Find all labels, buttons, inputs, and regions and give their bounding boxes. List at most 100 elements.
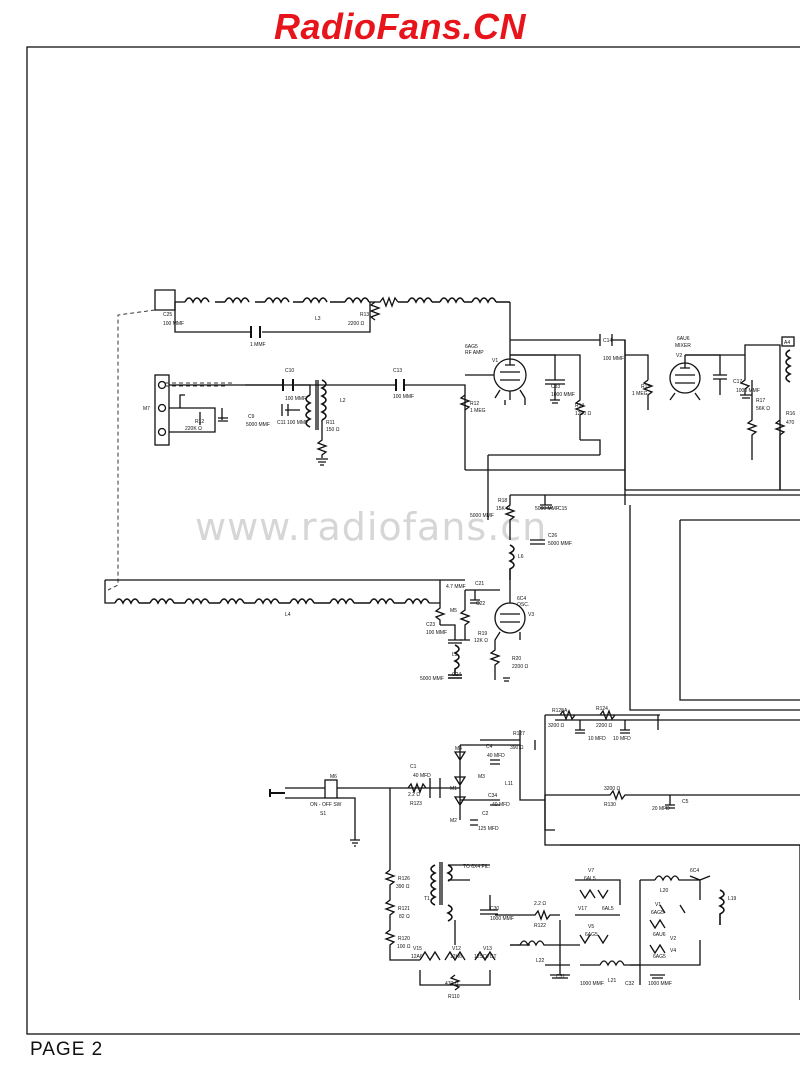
r17-value: 56K Ω bbox=[756, 406, 770, 412]
r120-value: 100 Ω bbox=[397, 944, 411, 950]
c9-value: 5000 MMF bbox=[246, 422, 270, 428]
t1-label: T1 bbox=[424, 896, 430, 902]
c33-value: 1000 MMF bbox=[551, 392, 575, 398]
c31-value: 1000 MMF bbox=[580, 981, 604, 987]
v4b-label: V4 bbox=[670, 948, 676, 954]
component-labels: 6AG5 RF AMP V1 6AU6 MIXER V2 6C4 OSC. V3… bbox=[143, 312, 795, 1000]
v3-func-label: OSC. bbox=[517, 602, 529, 608]
m5-label: M5 bbox=[450, 608, 457, 614]
r128a-label: R128A bbox=[552, 708, 568, 714]
r124-label: R124 bbox=[596, 706, 608, 712]
r123-value: 2.2 Ω bbox=[408, 792, 420, 798]
c30-value: 1000 MMF bbox=[490, 916, 514, 922]
m7-label: M7 bbox=[143, 406, 150, 412]
c23-value: 100 MMF bbox=[426, 630, 447, 636]
l11-label: L11 bbox=[505, 781, 513, 787]
c4-label: C4 bbox=[486, 744, 493, 750]
m4-label: M4 bbox=[455, 746, 462, 752]
r19-label: R19 bbox=[478, 631, 487, 637]
c32-label: C32 bbox=[625, 981, 634, 987]
v3-osc-tube bbox=[459, 495, 545, 682]
c5-label: C5 bbox=[682, 799, 689, 805]
v2-type-label: 6AU6 bbox=[677, 336, 690, 342]
m3-label: M3 bbox=[478, 774, 485, 780]
c10-value: 100 MMF bbox=[285, 396, 306, 402]
r12-value: 1 MEG bbox=[470, 408, 486, 414]
v12-type: 12H6 bbox=[450, 954, 462, 960]
r110-label: R110 bbox=[448, 994, 460, 1000]
r13-label: R13 bbox=[360, 312, 369, 318]
r110-value: 470 Ω bbox=[445, 981, 459, 987]
v17-label: V17 bbox=[578, 906, 587, 912]
m1-label: M1 bbox=[450, 786, 457, 792]
l2-label: L2 bbox=[340, 398, 346, 404]
r16-label: R16 bbox=[786, 411, 795, 417]
c33-label: C33 bbox=[551, 384, 560, 390]
c-10b-value: 10 MFD bbox=[613, 736, 631, 742]
supply-bus-lines bbox=[465, 439, 800, 711]
r15-value: 1 MEG bbox=[632, 391, 648, 397]
to-filament-label: TO 6X4 FIL. bbox=[463, 864, 490, 870]
c30-label: C30 bbox=[490, 906, 499, 912]
l5-label: L5 bbox=[452, 652, 458, 658]
c14-value: 100 MMF bbox=[603, 356, 624, 362]
c1-label: C1 bbox=[410, 764, 417, 770]
l4-coil-chain bbox=[104, 579, 465, 679]
v13-label: V13 bbox=[483, 946, 492, 952]
power-supply bbox=[269, 709, 800, 1000]
c-10a-value: 10 MFD bbox=[588, 736, 606, 742]
c17-label: C17 bbox=[733, 379, 742, 385]
c9-label: C9 bbox=[248, 414, 255, 420]
c13-label: C13 bbox=[393, 368, 402, 374]
v15-type: 12A6 bbox=[411, 954, 423, 960]
r20-value: 2200 Ω bbox=[512, 664, 529, 670]
r11-value: 150 Ω bbox=[326, 427, 340, 433]
r130-label: R130 bbox=[604, 802, 616, 808]
v13-type: 12SQ7GT bbox=[474, 954, 497, 960]
r12a-label: R12 bbox=[195, 419, 204, 425]
page-border bbox=[26, 46, 800, 1035]
r122-label: R122 bbox=[534, 923, 546, 929]
r121-value: 82 Ω bbox=[399, 914, 410, 920]
r120-label: R120 bbox=[398, 936, 410, 942]
v7-label: V7 bbox=[588, 868, 594, 874]
c32-value: 1000 MMF bbox=[648, 981, 672, 987]
v3b-type: 6C4 bbox=[690, 868, 699, 874]
c-1mmf-value: 1 MMF bbox=[250, 342, 266, 348]
r124-value: 2200 Ω bbox=[596, 723, 613, 729]
m2-label: M2 bbox=[450, 818, 457, 824]
m6-label: M6 bbox=[330, 774, 337, 780]
a4-label: A4 bbox=[784, 340, 790, 346]
l2-coil bbox=[281, 379, 328, 466]
c25-value: 100 MMF bbox=[163, 321, 184, 327]
c24-label: C24 bbox=[452, 672, 461, 678]
l22-label: L22 bbox=[536, 958, 545, 964]
l20-label: L20 bbox=[660, 888, 669, 894]
v1b-label: V1 bbox=[655, 902, 661, 908]
c4-value: 40 MFD bbox=[487, 753, 505, 759]
c23-label: C23 bbox=[426, 622, 435, 628]
r18-value: 15K Ω bbox=[496, 506, 510, 512]
c22-label: C22 bbox=[476, 601, 485, 607]
r20-label: R20 bbox=[512, 656, 521, 662]
v5-type: 6AG5 bbox=[585, 932, 598, 938]
l19-label: L19 bbox=[728, 896, 737, 902]
c26-value: 5000 MMF bbox=[548, 541, 572, 547]
r11-label: R11 bbox=[326, 420, 335, 426]
c26-label: C26 bbox=[548, 533, 557, 539]
v2-label: V2 bbox=[676, 353, 682, 359]
c15-value: 5000 MMF bbox=[535, 506, 559, 512]
c1-value: 40 MFD bbox=[413, 773, 431, 779]
v2b-label: V2 bbox=[670, 936, 676, 942]
r19-value: 12K Ω bbox=[474, 638, 488, 644]
c14-coupling bbox=[510, 334, 654, 505]
r121-label: R121 bbox=[398, 906, 410, 912]
c14-label: C14 bbox=[603, 338, 612, 344]
v2-mixer-tube bbox=[669, 336, 795, 490]
v3-type-label: 6C4 bbox=[517, 596, 526, 602]
s1-label: S1 bbox=[320, 811, 326, 817]
c10-label: C10 bbox=[285, 368, 294, 374]
r127-label: R127 bbox=[513, 731, 525, 737]
c24-value: 5000 MMF bbox=[420, 676, 444, 682]
